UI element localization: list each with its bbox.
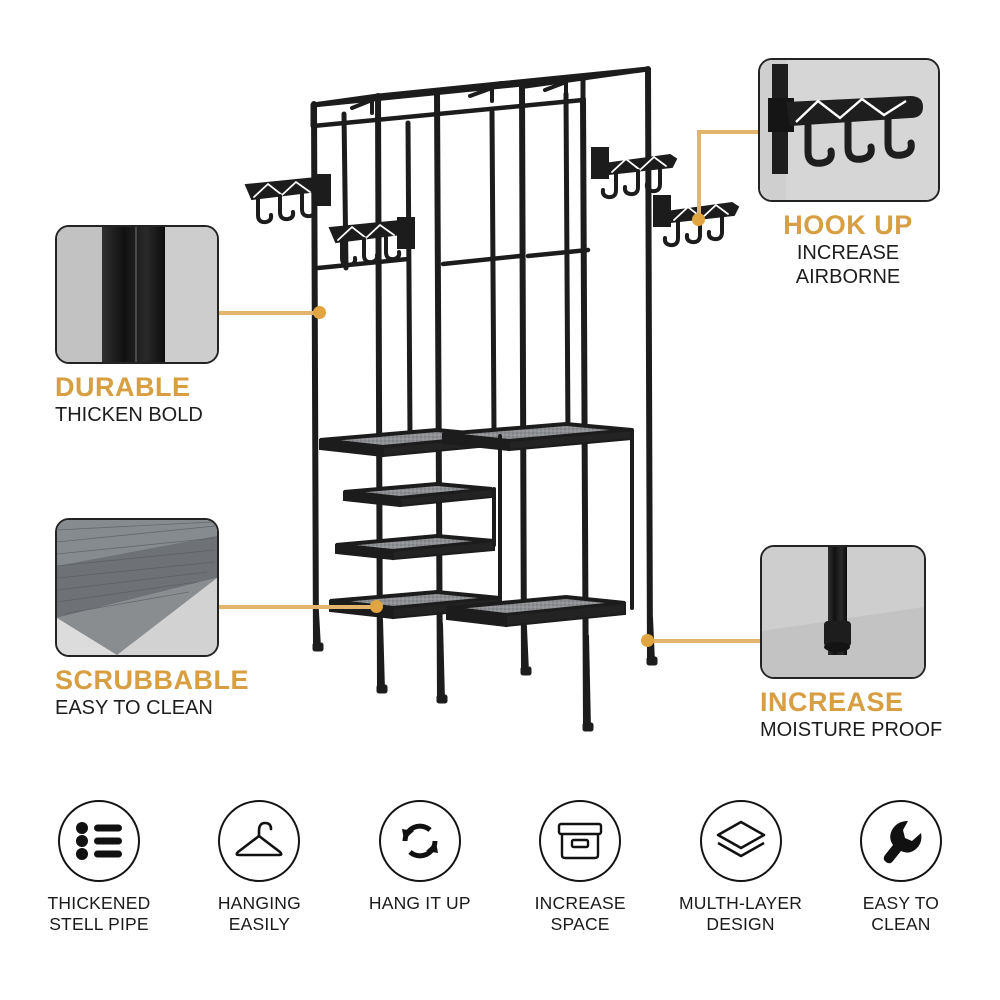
- feature-label: THICKENED STELL PIPE: [47, 893, 151, 934]
- feature-thickened-stell-pipe: THICKENED STELL PIPE: [24, 800, 174, 1000]
- feature-hang-it-up: HANG IT UP: [345, 800, 495, 1000]
- feature-hanging-easily: HANGING EASILY: [184, 800, 334, 1000]
- callout-increase: INCREASE MOISTURE PROOF: [760, 545, 945, 742]
- callout-scrubbable: SCRUBBABLE EASY TO CLEAN: [55, 518, 249, 720]
- hook-up-title: HOOK UP: [783, 210, 913, 240]
- feature-label: HANGING EASILY: [217, 893, 301, 934]
- scrubbable-subtitle: EASY TO CLEAN: [55, 697, 213, 720]
- durable-subtitle: THICKEN BOLD: [55, 404, 203, 427]
- scrubbable-thumbnail: [55, 518, 219, 657]
- hook-up-subtitle-line2: AIRBORNE: [795, 265, 901, 288]
- bulleted-list-icon: [58, 800, 140, 882]
- durable-title: DURABLE: [55, 372, 191, 402]
- clothes-hanger-icon: [218, 800, 301, 882]
- callout-hook-up: HOOK UP INCREASE AIRBORNE: [758, 58, 940, 288]
- feature-easy-to-clean: EASY TO CLEAN: [826, 800, 976, 1000]
- hook-up-thumbnail: [758, 58, 940, 202]
- feature-label: EASY TO CLEAN: [862, 893, 940, 934]
- feature-icon-row: THICKENED STELL PIPE HANGING EASILY: [0, 800, 1000, 1000]
- increase-subtitle: MOISTURE PROOF: [760, 719, 943, 742]
- increase-title: INCREASE: [760, 687, 904, 717]
- scrubbable-title: SCRUBBABLE: [55, 665, 249, 695]
- hook-up-subtitle-line1: INCREASE: [796, 242, 900, 265]
- feature-increase-space: INCREASE SPACE: [505, 800, 655, 1000]
- feature-label: MULTH-LAYER DESIGN: [679, 893, 803, 934]
- wrench-icon: [859, 800, 942, 882]
- storage-box-icon: [539, 800, 622, 882]
- increase-thumbnail: [760, 545, 926, 679]
- feature-label: INCREASE SPACE: [534, 893, 626, 934]
- product-illustration: [244, 66, 740, 732]
- rotate-arrows-icon: [378, 800, 461, 882]
- callout-durable: DURABLE THICKEN BOLD: [55, 225, 220, 427]
- durable-thumbnail: [55, 225, 219, 364]
- stacked-layers-icon: [699, 800, 782, 882]
- feature-label: HANG IT UP: [368, 893, 471, 913]
- feature-multh-layer-design: MULTH-LAYER DESIGN: [666, 800, 816, 1000]
